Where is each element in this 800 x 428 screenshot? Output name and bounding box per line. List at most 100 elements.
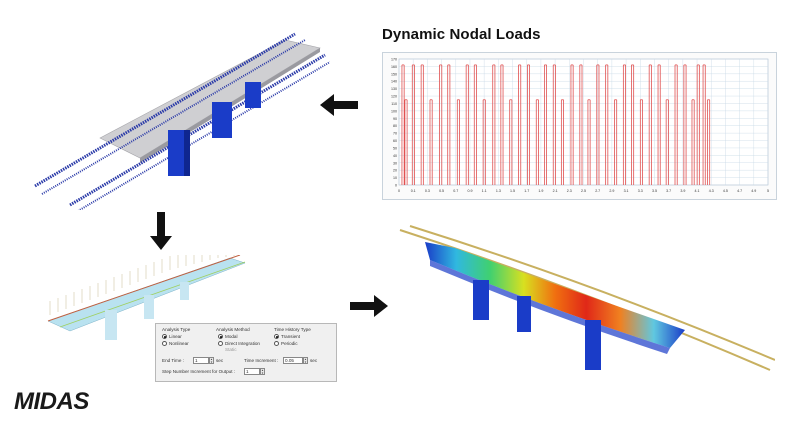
y-tick-label: 150 [391, 72, 397, 76]
y-tick-label: 0 [395, 184, 397, 188]
pier-2b [144, 295, 154, 319]
time-history-type-label: Time History Type [274, 327, 311, 332]
x-tick-label: 0.3 [425, 189, 430, 193]
radio-direct-integration-label: Direct Integration [225, 341, 260, 346]
radio-modal-label: Modal [225, 334, 238, 339]
y-tick-label: 130 [391, 87, 397, 91]
deck-underside [430, 260, 670, 354]
x-tick-label: 2.3 [567, 189, 572, 193]
x-tick-label: 1.7 [524, 189, 529, 193]
pier-3a [473, 280, 489, 320]
end-time-unit: sec [216, 358, 224, 363]
analysis-method-label: Analysis Method [216, 327, 250, 332]
x-tick-label: 2.1 [553, 189, 558, 193]
step-number-spinner[interactable]: ▴▾ [260, 368, 265, 375]
x-tick-label: 0.7 [453, 189, 458, 193]
pier-2c [180, 282, 189, 300]
x-tick-label: 5 [767, 189, 769, 193]
x-tick-label: 1.3 [496, 189, 501, 193]
y-tick-label: 30 [393, 161, 397, 165]
midas-logo: MIDAS [14, 388, 89, 415]
time-increment-unit: sec [310, 358, 318, 363]
x-tick-label: 1.9 [538, 189, 543, 193]
left-arrow-icon [320, 94, 358, 116]
deck-2 [47, 257, 246, 332]
x-tick-label: 2.9 [609, 189, 614, 193]
x-tick-label: 4.7 [737, 189, 742, 193]
y-tick-label: 40 [393, 154, 397, 158]
load-rail-1 [34, 32, 296, 188]
y-tick-label: 100 [391, 109, 397, 113]
x-tick-label: 1.5 [510, 189, 515, 193]
pier-2 [212, 102, 232, 138]
y-tick-label: 60 [393, 139, 397, 143]
y-tick-label: 110 [391, 102, 397, 106]
time-increment-input[interactable]: 0.05 [283, 357, 303, 364]
radio-modal[interactable] [218, 334, 223, 339]
right-arrow-icon [350, 295, 388, 317]
bridge-analysis-model [47, 255, 246, 340]
x-tick-label: 4.3 [709, 189, 714, 193]
y-tick-label: 170 [391, 58, 397, 62]
step-number-input[interactable]: 1 [244, 368, 260, 375]
y-tick-label: 160 [391, 65, 397, 69]
x-tick-label: 2.5 [581, 189, 586, 193]
x-tick-label: 4.5 [723, 189, 728, 193]
pier-1-shade [184, 130, 190, 176]
y-tick-label: 140 [391, 80, 397, 84]
y-tick-label: 70 [393, 132, 397, 136]
radio-periodic-label: Periodic [281, 341, 298, 346]
radio-nonlinear-label: Nonlinear [169, 341, 189, 346]
chart-svg: 1701601501401301201101009080706050403020… [391, 58, 769, 194]
load-rail-2 [41, 39, 306, 195]
end-time-spinner[interactable]: ▴▾ [209, 357, 214, 364]
load-rail-4 [77, 61, 330, 210]
radio-transient[interactable] [274, 334, 279, 339]
radio-direct-integration[interactable] [218, 341, 223, 346]
track-2 [409, 225, 775, 361]
contour-deck [425, 242, 685, 348]
radio-linear[interactable] [162, 334, 167, 339]
y-tick-label: 50 [393, 146, 397, 150]
x-tick-label: 2.7 [595, 189, 600, 193]
load-rail-3 [69, 53, 326, 207]
time-increment-spinner[interactable]: ▴▾ [303, 357, 308, 364]
end-time-input[interactable]: 1 [193, 357, 209, 364]
x-tick-label: 3.9 [680, 189, 685, 193]
pier-3 [245, 82, 261, 108]
radio-periodic[interactable] [274, 341, 279, 346]
x-tick-label: 4.1 [695, 189, 700, 193]
radio-transient-label: Transient [281, 334, 300, 339]
x-tick-label: 0.9 [467, 189, 472, 193]
rail-2 [59, 261, 246, 328]
step-number-label: Step Number Increment for Output : [162, 369, 236, 374]
time-increment-label: Time Increment : [244, 358, 279, 363]
x-tick-label: 1.1 [482, 189, 487, 193]
y-tick-label: 10 [393, 176, 397, 180]
y-tick-label: 90 [393, 117, 397, 121]
time-history-dialog: Analysis Type Linear Nonlinear Analysis … [155, 323, 337, 382]
deck-2-edge [47, 255, 241, 322]
down-arrow-icon [150, 212, 172, 250]
pier-2a [105, 310, 117, 340]
x-tick-label: 3.7 [666, 189, 671, 193]
end-time-label: End Time : [162, 358, 184, 363]
radio-linear-label: Linear [169, 334, 182, 339]
x-tick-label: 3.1 [624, 189, 629, 193]
radio-static-label: Static [225, 347, 237, 352]
x-tick-label: 0 [398, 189, 400, 193]
x-tick-label: 0.5 [439, 189, 444, 193]
bridge-result-contour [399, 225, 775, 371]
analysis-type-label: Analysis Type [162, 327, 191, 332]
chart-title: Dynamic Nodal Loads [382, 26, 541, 43]
y-tick-label: 80 [393, 124, 397, 128]
load-vectors [49, 255, 235, 315]
x-tick-label: 4.9 [751, 189, 756, 193]
y-tick-label: 120 [391, 95, 397, 99]
x-tick-label: 3.5 [652, 189, 657, 193]
pier-3c [585, 320, 601, 370]
x-tick-label: 0.1 [411, 189, 416, 193]
radio-nonlinear[interactable] [162, 341, 167, 346]
y-tick-label: 20 [393, 169, 397, 173]
